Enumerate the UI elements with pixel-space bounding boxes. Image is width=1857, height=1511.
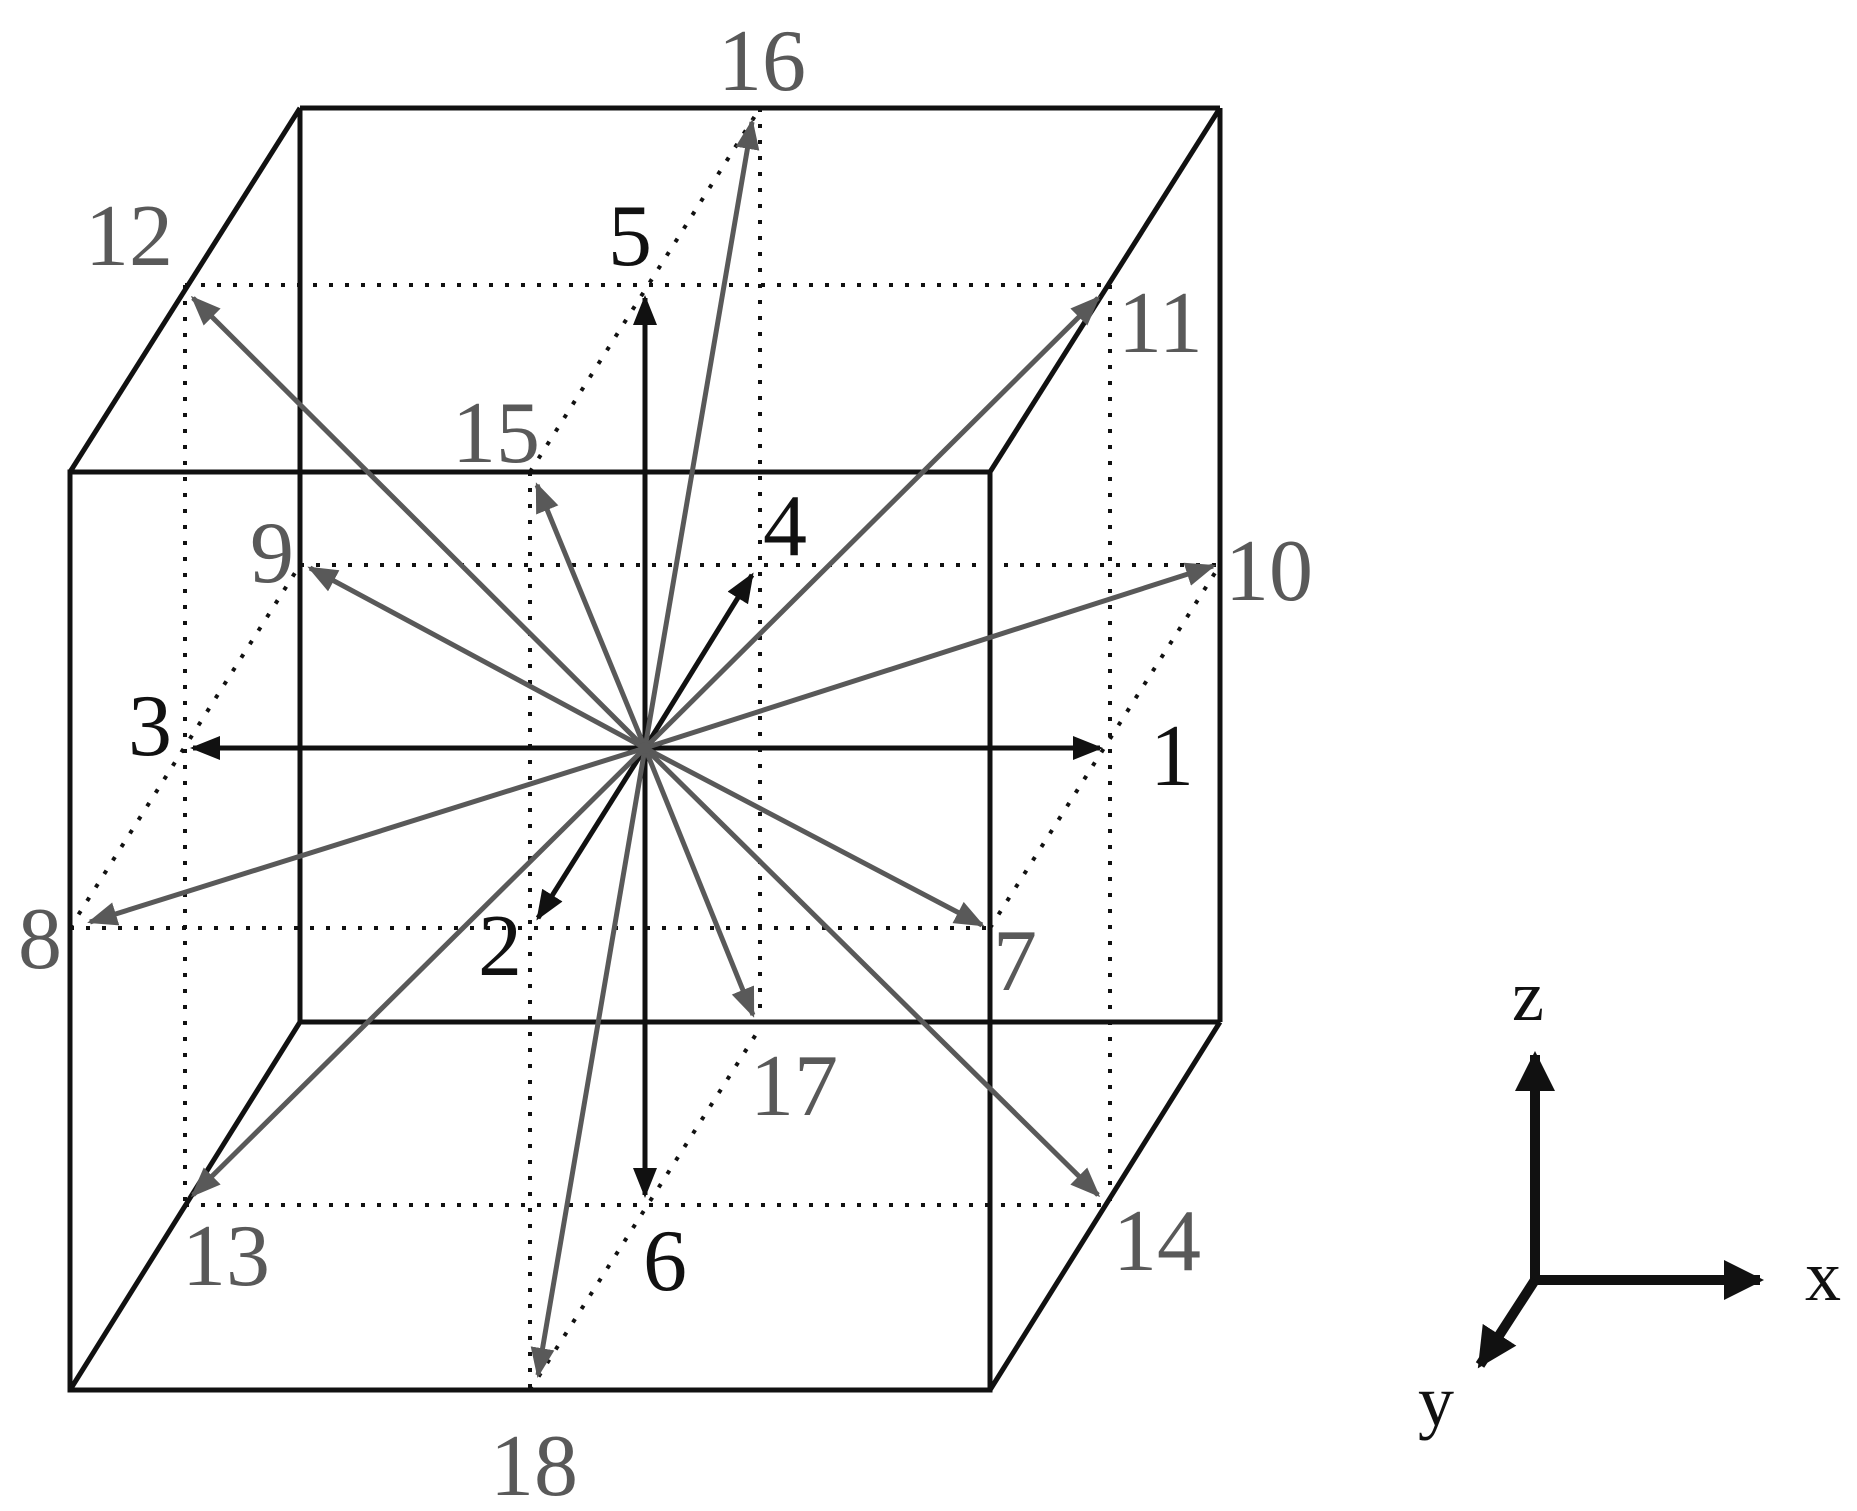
vector-arrow-11 bbox=[643, 295, 1101, 750]
vector-arrow-4 bbox=[642, 572, 755, 750]
vector-labels: 1 2 3 4 5 6 7 8 9 10 11 12 13 14 15 16 1… bbox=[18, 13, 1313, 1511]
label-12: 12 bbox=[85, 188, 173, 285]
vector-arrow-7 bbox=[643, 745, 985, 928]
vector-arrow-12 bbox=[190, 295, 647, 750]
label-14: 14 bbox=[1113, 1193, 1201, 1290]
axis-z-label: z bbox=[1512, 956, 1544, 1036]
label-15: 15 bbox=[452, 385, 540, 482]
label-10: 10 bbox=[1225, 523, 1313, 620]
label-13: 13 bbox=[182, 1208, 270, 1305]
vector-arrow-9 bbox=[307, 565, 647, 751]
center-node bbox=[639, 742, 651, 754]
axes-indicator: z x y bbox=[1418, 956, 1841, 1441]
vector-arrow-8 bbox=[87, 745, 646, 926]
vector-arrow-18 bbox=[530, 747, 648, 1378]
vector-arrow-16 bbox=[642, 119, 760, 749]
vector-arrow-14 bbox=[643, 746, 1101, 1198]
velocity-vectors bbox=[87, 119, 1216, 1378]
label-9: 9 bbox=[250, 505, 294, 602]
label-11: 11 bbox=[1118, 275, 1203, 372]
label-4: 4 bbox=[763, 478, 807, 575]
label-8: 8 bbox=[18, 891, 62, 988]
axis-x-label: x bbox=[1805, 1236, 1841, 1316]
label-7: 7 bbox=[993, 913, 1037, 1010]
vector-arrow-2 bbox=[535, 746, 648, 921]
vector-arrow-13 bbox=[190, 746, 647, 1198]
label-1: 1 bbox=[1150, 708, 1194, 805]
label-3: 3 bbox=[128, 678, 172, 775]
axis-y-label: y bbox=[1418, 1361, 1454, 1441]
dotted-guides bbox=[68, 106, 1222, 1392]
vector-arrow-15 bbox=[534, 482, 648, 749]
label-16: 16 bbox=[718, 13, 806, 110]
label-6: 6 bbox=[643, 1213, 687, 1310]
label-17: 17 bbox=[750, 1038, 838, 1135]
axis-y-arrow bbox=[1475, 1277, 1540, 1369]
vector-arrow-10 bbox=[644, 562, 1216, 751]
vector-arrow-17 bbox=[642, 747, 756, 1018]
cube-outline bbox=[67, 105, 1223, 1393]
label-2: 2 bbox=[478, 898, 522, 995]
label-5: 5 bbox=[608, 188, 652, 285]
label-18: 18 bbox=[490, 1418, 578, 1511]
